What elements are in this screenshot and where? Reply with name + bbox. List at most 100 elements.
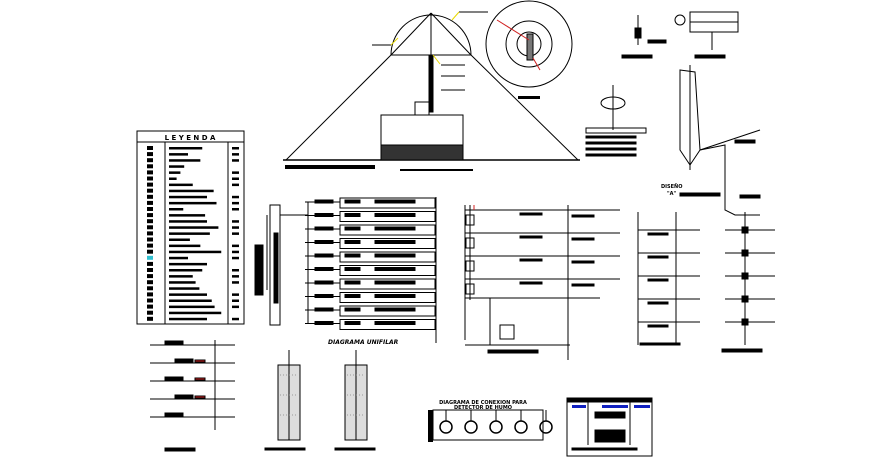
circuit-box [339, 319, 436, 330]
legend-code [232, 275, 239, 278]
legend-symbol [147, 158, 153, 163]
branch-label [174, 394, 194, 400]
legend-code [232, 269, 239, 272]
legend-code [232, 299, 239, 302]
circuit-label [344, 294, 361, 298]
branch-label [164, 340, 184, 346]
legend-symbol [147, 304, 153, 309]
legend-description [169, 226, 219, 229]
legend-code [232, 183, 239, 187]
legend-description [169, 256, 188, 260]
riser-label [571, 260, 595, 264]
legend-code [232, 281, 239, 284]
circuit-label [344, 253, 361, 258]
circuit-breaker [314, 294, 334, 298]
riser-label [519, 212, 543, 216]
riser-node [741, 249, 749, 257]
yellow-leaders [390, 11, 460, 65]
design-label: DISEÑO [661, 183, 682, 190]
smoke-detector-icon [514, 420, 528, 434]
legend-description [169, 269, 203, 272]
legend-code [232, 244, 239, 248]
circuit-breaker [314, 280, 334, 285]
smoke-detector-icon [489, 420, 503, 434]
smoke-detector-icon [439, 420, 453, 434]
legend-description [169, 244, 201, 248]
legend-code [232, 159, 239, 162]
branch-label [174, 358, 194, 364]
legend-symbol [147, 231, 153, 236]
title-block [566, 397, 653, 457]
circuit-label [344, 280, 361, 285]
legend-symbol [147, 316, 153, 321]
legend-code [232, 153, 239, 156]
branch-label [164, 376, 184, 382]
smoke-detector-icon [539, 420, 553, 434]
unifilar-title: DIAGRAMA UNIFILAR [328, 339, 399, 346]
legend-symbol [147, 243, 153, 248]
legend-symbol [147, 280, 153, 285]
circuit-box [339, 305, 436, 317]
legend-code [232, 208, 239, 211]
circuit-box [339, 224, 436, 236]
smoke-detector-diagram: DIAGRAMA DE CONEXION PARA DETECTOR DE HU… [428, 400, 553, 442]
legend-code [232, 177, 239, 180]
legend-symbol [147, 182, 153, 187]
vertical-risers [637, 212, 775, 353]
legend-description [169, 311, 222, 315]
legend-description [169, 208, 184, 211]
legend-description [169, 147, 203, 150]
circuit-label [344, 321, 361, 325]
legend-code [232, 226, 239, 229]
cone-line-right [430, 12, 472, 56]
legend-symbol [147, 268, 153, 272]
riser-label [571, 237, 595, 241]
circuit-breaker [314, 307, 334, 312]
circuit-box [339, 238, 436, 249]
riser-label [647, 255, 669, 259]
legend-description [169, 201, 217, 205]
panel [465, 237, 475, 249]
top-right-details [585, 11, 761, 216]
riser-node [741, 226, 749, 234]
ground-well-sections [264, 350, 376, 451]
circuit-box [339, 197, 436, 209]
riser-node [741, 295, 749, 303]
circuit-breaker [314, 199, 334, 204]
legend-symbol [147, 249, 153, 254]
legend-symbol [147, 170, 153, 175]
circuit-description [374, 321, 416, 325]
legend-description [169, 214, 206, 217]
circuit-breaker [314, 321, 334, 325]
branch-label [164, 412, 184, 418]
branch-mark [194, 377, 206, 381]
riser-label [519, 281, 543, 285]
legend-code [232, 220, 239, 223]
cone-line-left [390, 12, 432, 56]
legend-description [169, 305, 215, 309]
legend-description [169, 275, 193, 278]
protection-slope-right [470, 54, 579, 161]
legend-description [169, 220, 207, 223]
riser-label [571, 283, 595, 287]
riser-label [647, 301, 669, 305]
riser-label [647, 232, 669, 236]
legend-symbol [147, 146, 153, 150]
legend-code [232, 201, 239, 205]
circuit-breaker [314, 240, 334, 244]
plan-view [485, 0, 573, 99]
legend-symbol [147, 298, 153, 303]
legend-description [169, 293, 207, 296]
legend-code [232, 305, 239, 309]
legend-symbol [147, 261, 153, 266]
legend-code [232, 293, 239, 296]
design-a-label: DISEÑO "A" [661, 183, 682, 197]
legend-description [169, 183, 193, 187]
circuit-description [374, 267, 416, 271]
riser-label [647, 278, 669, 282]
legend-description [169, 232, 210, 235]
legend-symbol [147, 188, 153, 193]
circuit-description [374, 294, 416, 298]
legend-symbol [147, 207, 153, 211]
